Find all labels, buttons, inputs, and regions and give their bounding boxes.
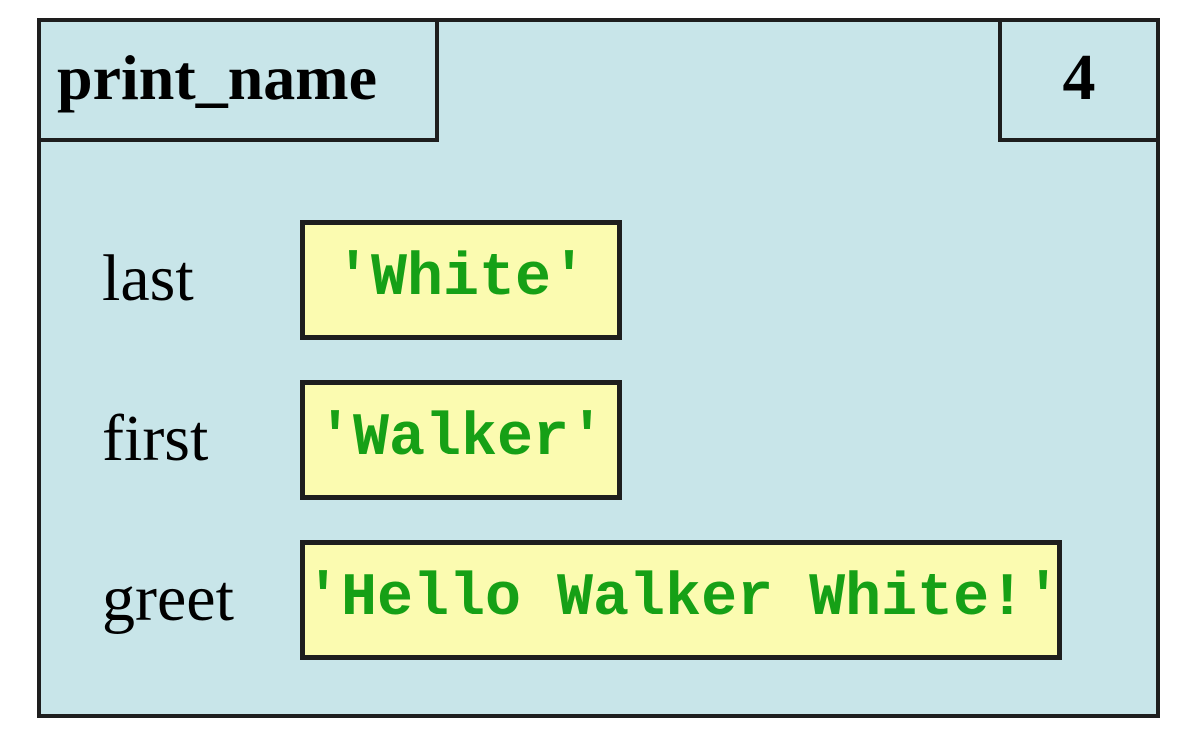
variable-value-box-greet: 'Hello Walker White!'	[300, 540, 1062, 660]
stack-frame: print_name 4 last 'White' first 'Walker'…	[37, 18, 1160, 718]
line-number: 4	[1062, 41, 1096, 114]
variable-value-box-last: 'White'	[300, 220, 622, 340]
variable-value-box-first: 'Walker'	[300, 380, 622, 500]
variable-name-greet: greet	[102, 562, 234, 635]
variable-value-last: 'White'	[334, 245, 588, 313]
line-number-box: 4	[998, 22, 1156, 142]
variable-name-last: last	[102, 242, 194, 315]
frame-name-tab: print_name	[41, 22, 439, 142]
variable-name-first: first	[102, 402, 209, 475]
variable-value-first: 'Walker'	[316, 405, 606, 473]
variable-value-greet: 'Hello Walker White!'	[305, 565, 1062, 633]
frame-name: print_name	[57, 42, 377, 113]
